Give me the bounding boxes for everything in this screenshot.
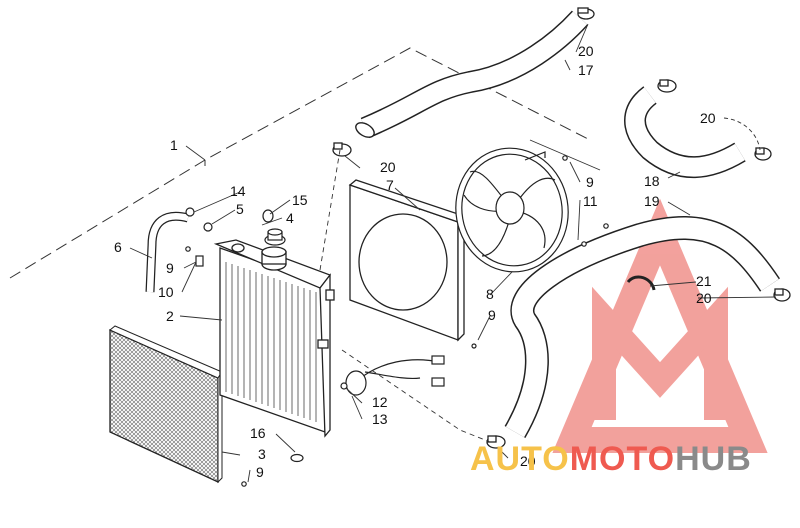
callout-5: 5 (236, 201, 244, 217)
callout-labels: 1 2 3 4 5 6 7 8 9 9 9 9 10 11 12 13 14 1… (114, 43, 716, 480)
watermark-auto: AUTO (470, 440, 570, 478)
callout-11: 11 (583, 193, 598, 209)
callout-9c: 9 (166, 260, 174, 276)
small-parts (185, 155, 609, 487)
callout-12: 12 (372, 394, 388, 410)
hose-18 (624, 86, 746, 179)
callout-20b: 20 (380, 159, 396, 175)
hose-6 (145, 211, 190, 293)
callout-8: 8 (486, 286, 494, 302)
fan-shroud (348, 179, 466, 342)
radiator-core (213, 239, 335, 438)
watermark-logo (552, 198, 768, 453)
callout-20c: 20 (700, 110, 716, 126)
callout-1: 1 (170, 137, 178, 153)
callout-21: 21 (696, 273, 712, 289)
callout-18: 18 (644, 173, 660, 189)
callout-3: 3 (258, 446, 266, 462)
callout-16: 16 (250, 425, 266, 441)
callout-9d: 9 (256, 464, 264, 480)
callout-2: 2 (166, 308, 174, 324)
callout-20d: 20 (696, 290, 712, 306)
callout-4: 4 (286, 210, 294, 226)
callout-15: 15 (292, 192, 308, 208)
radiator-screen (109, 325, 223, 484)
callout-20a: 20 (578, 43, 594, 59)
wiring-harness (340, 355, 445, 396)
cooling-fan (455, 147, 569, 273)
callout-13: 13 (372, 411, 388, 427)
watermark-text: AUTOMOTOHUB (470, 440, 752, 479)
callout-17: 17 (578, 62, 594, 78)
callout-14: 14 (230, 183, 246, 199)
callout-7: 7 (386, 177, 394, 193)
callout-9b: 9 (488, 307, 496, 323)
callout-6: 6 (114, 239, 122, 255)
callout-10: 10 (158, 284, 174, 300)
hose-19 (504, 216, 780, 438)
watermark-moto: MOTO (569, 440, 676, 478)
callout-20e: 20 (520, 453, 536, 469)
clamp-icons (332, 7, 791, 449)
leader-lines (129, 23, 777, 483)
assembly-outline (9, 47, 591, 279)
callout-19: 19 (644, 193, 660, 209)
hose-17 (355, 10, 589, 139)
callout-9a: 9 (586, 174, 594, 190)
watermark-hub: HUB (675, 440, 752, 478)
